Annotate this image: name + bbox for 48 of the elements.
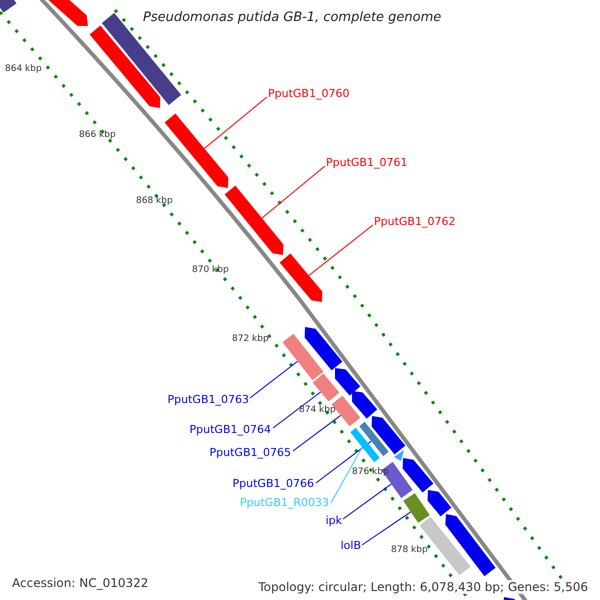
gene-label: PputGB1_0765 (210, 447, 291, 458)
gene-feature (428, 490, 452, 516)
gene-label: PputGB1_0762 (374, 216, 456, 227)
gene-feature (335, 368, 360, 396)
leader-line (308, 224, 374, 276)
gene-label: lolB (340, 540, 361, 551)
gene-feature (280, 254, 322, 302)
gene-label: PputGB1_0760 (268, 88, 350, 99)
leader-line (316, 440, 372, 484)
leader-line (204, 96, 268, 150)
gene-feature (282, 334, 324, 380)
gene-feature (350, 428, 380, 462)
gene-feature (304, 327, 342, 370)
gene-label: PputGB1_0766 (232, 478, 314, 489)
gene-feature (394, 450, 404, 461)
gene-feature (445, 514, 496, 576)
info-text: Accession: NC_010322 (10, 576, 150, 590)
scale-label: 870 kbp (192, 266, 229, 275)
gene-feature (352, 391, 378, 419)
gene-label: PputGB1_0763 (168, 394, 249, 405)
info-text: Topology: circular; Length: 6,078,430 bp; Genes: 5,506 (256, 580, 590, 594)
gene-feature (224, 186, 284, 255)
scale-label: 866 kbp (79, 131, 116, 140)
leader-line (330, 446, 363, 504)
leader-line (272, 392, 322, 428)
gene-label: ipk (326, 515, 342, 526)
scale-label: 872 kbp (232, 335, 269, 344)
gene-feature (403, 493, 430, 523)
title: Pseudomonas putida GB-1, complete genome (143, 11, 442, 24)
gene-label: PputGB1_0761 (326, 157, 408, 168)
gene-label: PputGB1_0764 (190, 424, 271, 435)
gene-feature (359, 422, 389, 456)
leader-line (342, 484, 392, 520)
leader-line (250, 360, 298, 398)
gene-feature (164, 114, 228, 188)
scale-label: 874 kbp (299, 406, 336, 415)
scale-label: 868 kbp (136, 197, 173, 206)
leader-line (292, 414, 342, 452)
gene-feature (90, 26, 160, 108)
gene-feature (372, 416, 406, 454)
gene-feature (402, 458, 434, 492)
leader-line (362, 511, 412, 546)
leader-line (261, 166, 326, 219)
scale-label: 864 kbp (5, 65, 42, 74)
gene-label: PputGB1_R0033 (240, 497, 329, 508)
scale-label: 878 kbp (391, 546, 428, 555)
gene-feature (312, 374, 340, 402)
gene-feature (0, 0, 16, 13)
